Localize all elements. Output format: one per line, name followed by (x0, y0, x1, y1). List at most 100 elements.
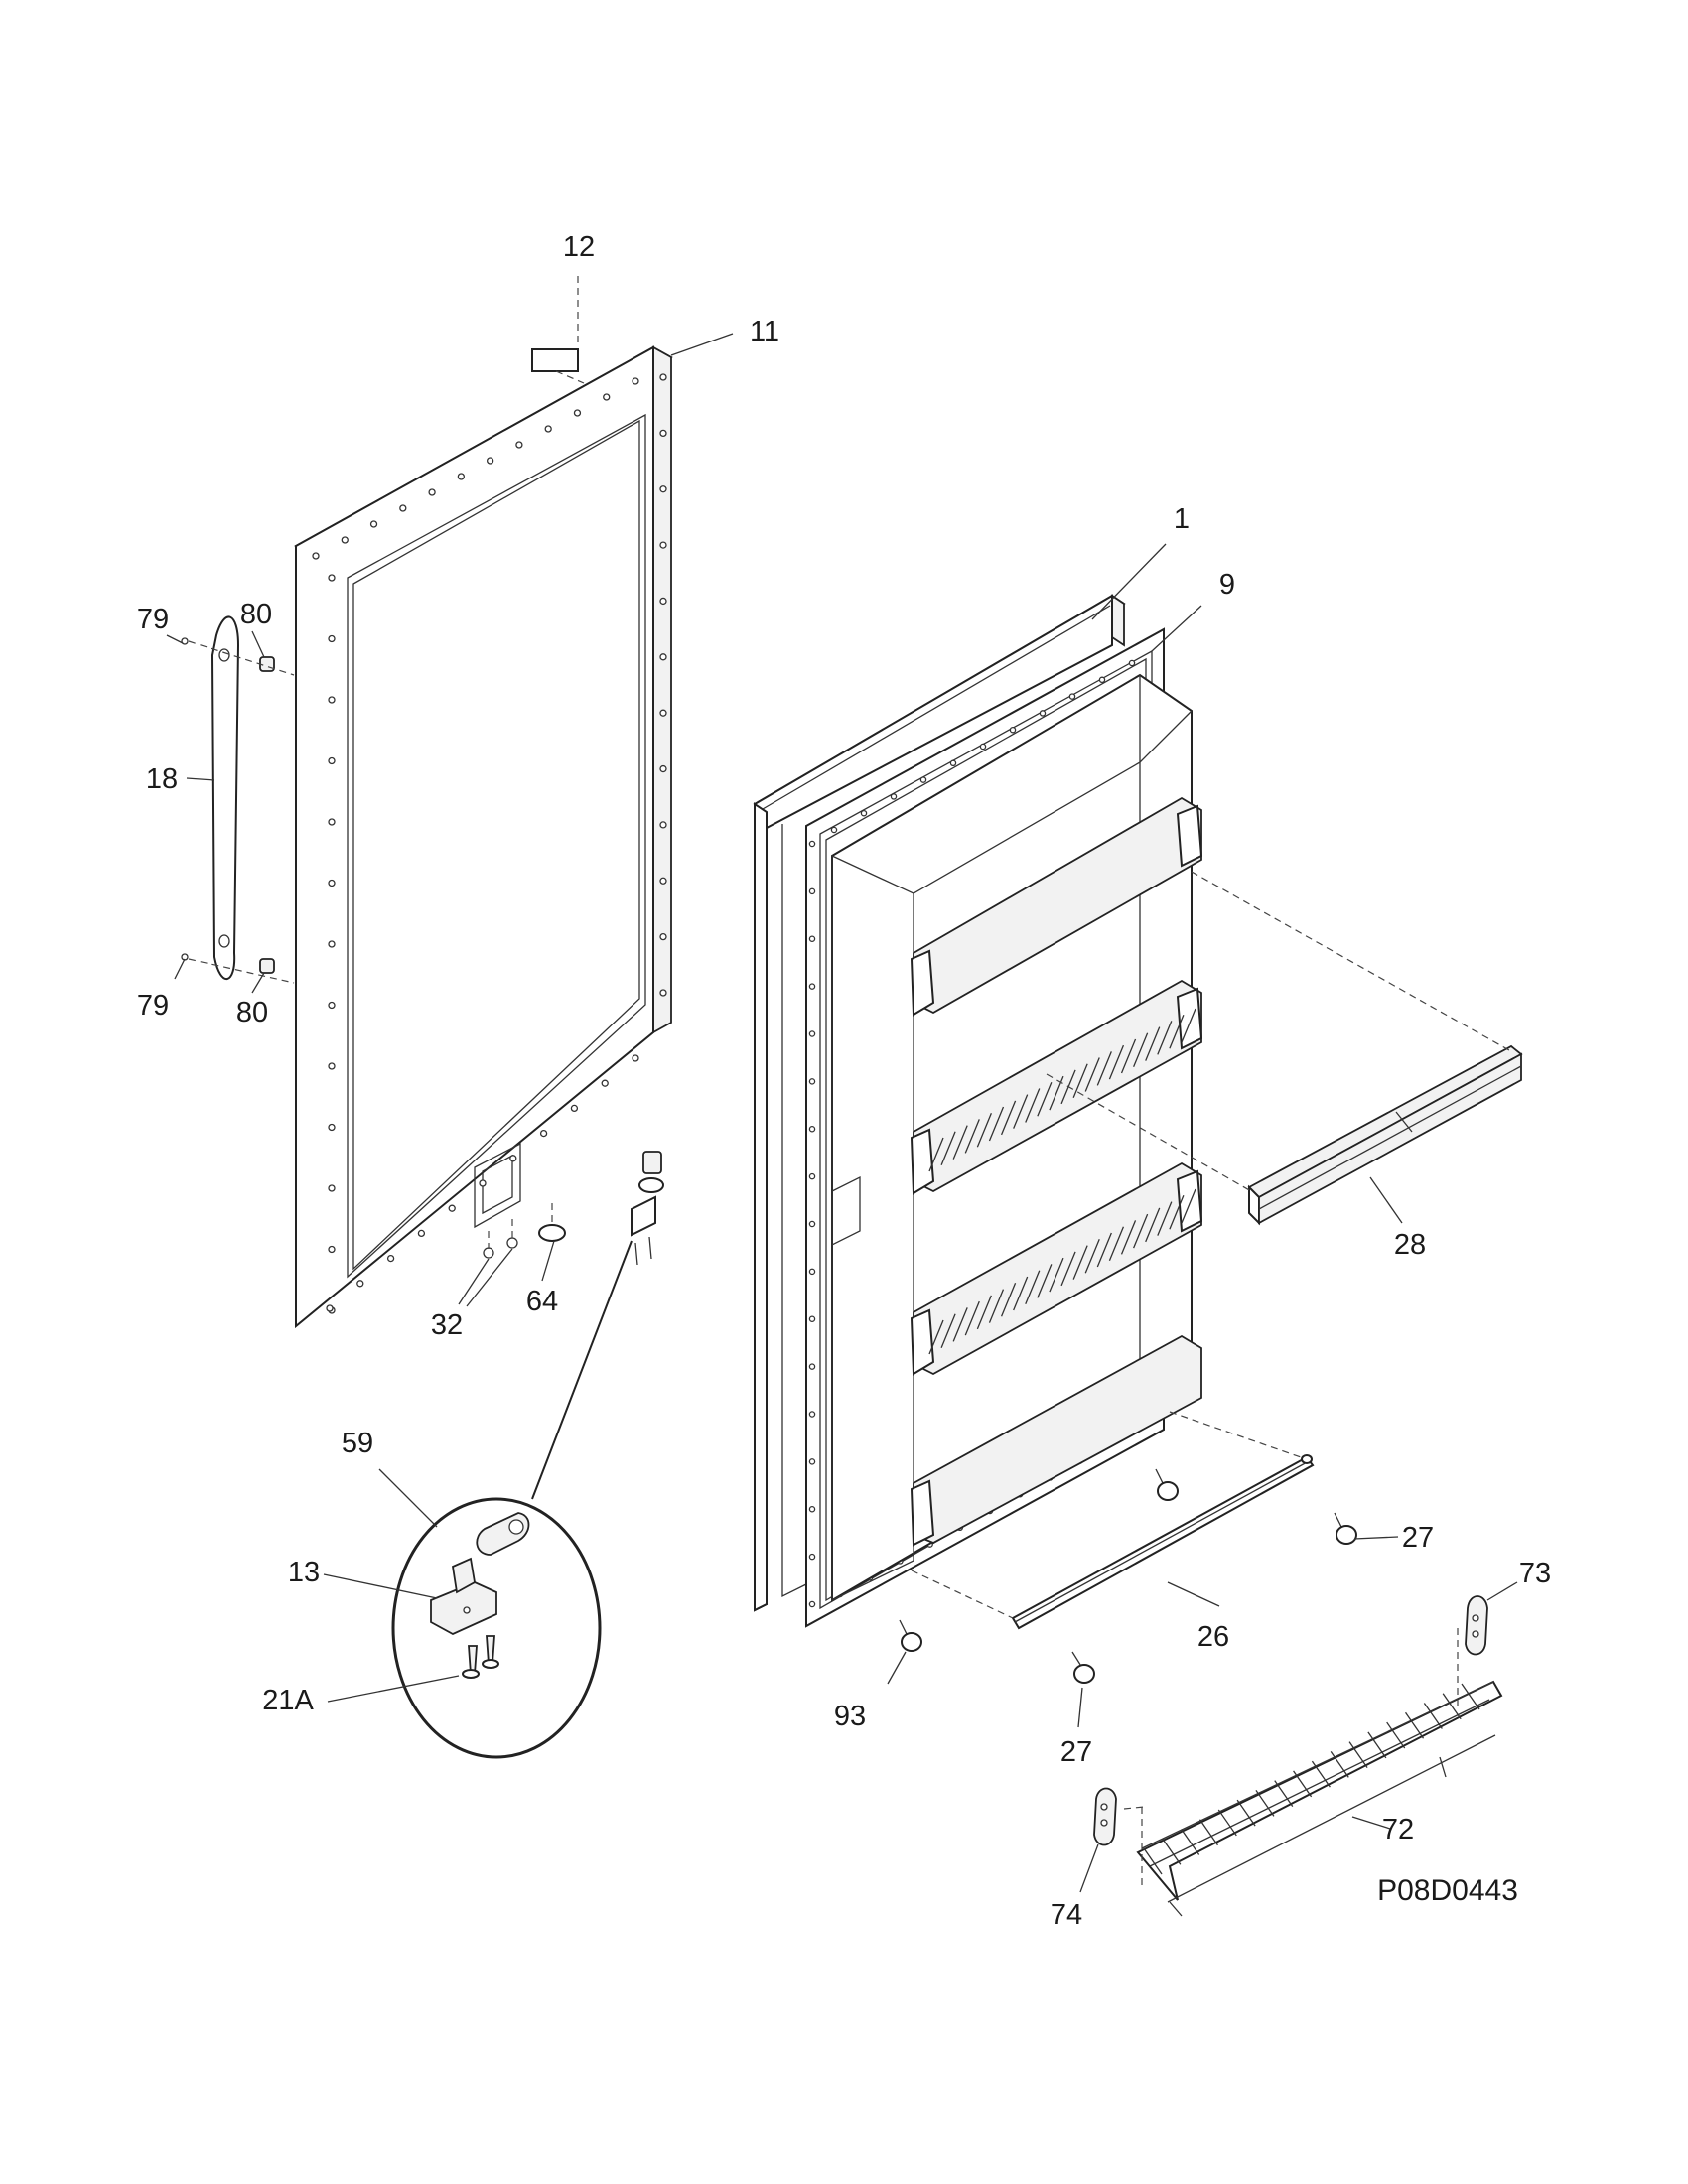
screw-hole (808, 1506, 816, 1513)
screw-hole (328, 574, 336, 582)
basket-slat (1274, 1780, 1294, 1808)
grille-slat (1120, 1220, 1137, 1255)
screw-hole (659, 541, 667, 549)
bar-dash-1 (1169, 1411, 1302, 1458)
screw-hole (515, 441, 523, 449)
screw-hole (808, 1411, 816, 1418)
screw-93 (899, 1619, 922, 1652)
door-shelf-1 (910, 796, 1203, 1017)
basket-slats (1143, 1683, 1480, 1875)
screw-hole (603, 393, 611, 401)
grille-slat (1145, 1207, 1161, 1243)
screw-27-upper-a (1155, 1468, 1179, 1501)
callout-80-bottom: 80 (236, 997, 268, 1028)
screw-hole (539, 1129, 548, 1138)
screw-hole (659, 429, 667, 438)
grille-slat (928, 1319, 944, 1355)
screw-hole (632, 377, 639, 385)
door-handle (211, 615, 240, 980)
screw-hole (659, 989, 667, 997)
screw-hole (808, 1600, 816, 1608)
screw-hole (328, 1001, 336, 1010)
callout-9: 9 (1219, 569, 1235, 601)
screw-hole (808, 1268, 816, 1276)
screw-hole (1128, 659, 1136, 667)
callout-1: 1 (1174, 503, 1190, 535)
grille-slat (1157, 1021, 1173, 1055)
grille-slat (1037, 1082, 1053, 1117)
screw-hole (1009, 726, 1017, 734)
grille-slat (952, 1125, 968, 1160)
screw-hole (570, 1104, 579, 1113)
basket-slat (1386, 1721, 1406, 1749)
screw-27-upper-b (1334, 1512, 1357, 1545)
basket-slat (1181, 1829, 1200, 1855)
grille-slat (1181, 1188, 1196, 1224)
grille-slat (1120, 1038, 1137, 1074)
grille-slat (1000, 1283, 1017, 1317)
grille-slat (1108, 1044, 1125, 1080)
screw-hole (328, 1123, 336, 1132)
screw-hole (979, 743, 987, 751)
callout-72: 72 (1382, 1814, 1414, 1845)
basket-slat (1293, 1770, 1313, 1798)
screw-hole (890, 793, 898, 800)
grille-slat (1096, 1051, 1112, 1086)
basket-slat (1330, 1750, 1349, 1778)
screw-hole (659, 764, 667, 773)
door-liner (753, 594, 1126, 1612)
screw-hole (808, 887, 816, 895)
grille-slat (1084, 1239, 1100, 1274)
grille-slat (1072, 1245, 1088, 1280)
screw-hole (326, 1304, 334, 1312)
screw-hole (328, 1245, 336, 1254)
clip-74 (1093, 1787, 1145, 1886)
callout-leader-lines (166, 276, 1518, 1893)
screw-hole (479, 1179, 487, 1187)
basket-slat (1423, 1703, 1443, 1729)
screw-27-lower (1071, 1651, 1095, 1684)
callout-79-bottom: 79 (137, 990, 169, 1022)
basket-slat (1461, 1683, 1480, 1710)
inset-leader-line (531, 1240, 633, 1500)
screw-hole (486, 457, 494, 465)
grille-slat (964, 1119, 980, 1154)
grille-slat (1133, 1213, 1149, 1249)
screw-hole (328, 634, 336, 643)
basket-slat (1236, 1799, 1256, 1827)
callout-26: 26 (1197, 1621, 1229, 1653)
callout-27-bottom: 27 (1060, 1736, 1092, 1768)
screw-hole (808, 1220, 816, 1228)
grille-slat (1181, 1008, 1196, 1043)
basket-slat (1442, 1693, 1462, 1720)
grille-slat (1025, 1088, 1041, 1123)
screw-hole (808, 935, 816, 943)
screw-hole (808, 840, 816, 848)
screw-hole (808, 1078, 816, 1085)
retainer-bar-26 (1011, 1454, 1315, 1630)
screw-hole (659, 653, 667, 661)
grille-slat (1108, 1226, 1125, 1261)
screw-hole (328, 756, 336, 765)
grille-slat (1000, 1100, 1017, 1136)
screw-hole (341, 536, 349, 544)
grille-slat (1060, 1251, 1076, 1287)
screw-hole (659, 597, 667, 606)
outer-panel-screw-holes (312, 373, 667, 1314)
grille-slat (1157, 1201, 1173, 1236)
grille-slat (1072, 1063, 1088, 1098)
screw-hole (808, 1126, 816, 1133)
screw-hole (417, 1229, 426, 1238)
screw-hole (659, 709, 667, 717)
grille-slat (988, 1106, 1005, 1142)
callout-11: 11 (750, 316, 779, 347)
grille-slat (1013, 1276, 1029, 1311)
screw-hole (808, 1363, 816, 1370)
callout-18: 18 (146, 763, 178, 795)
callout-93: 93 (834, 1701, 866, 1732)
door-shelf-4 (910, 1334, 1202, 1547)
screw-hole (544, 425, 552, 433)
basket-slat (1404, 1711, 1425, 1739)
grille-slat (976, 1295, 992, 1330)
basket-slat (1198, 1819, 1219, 1846)
